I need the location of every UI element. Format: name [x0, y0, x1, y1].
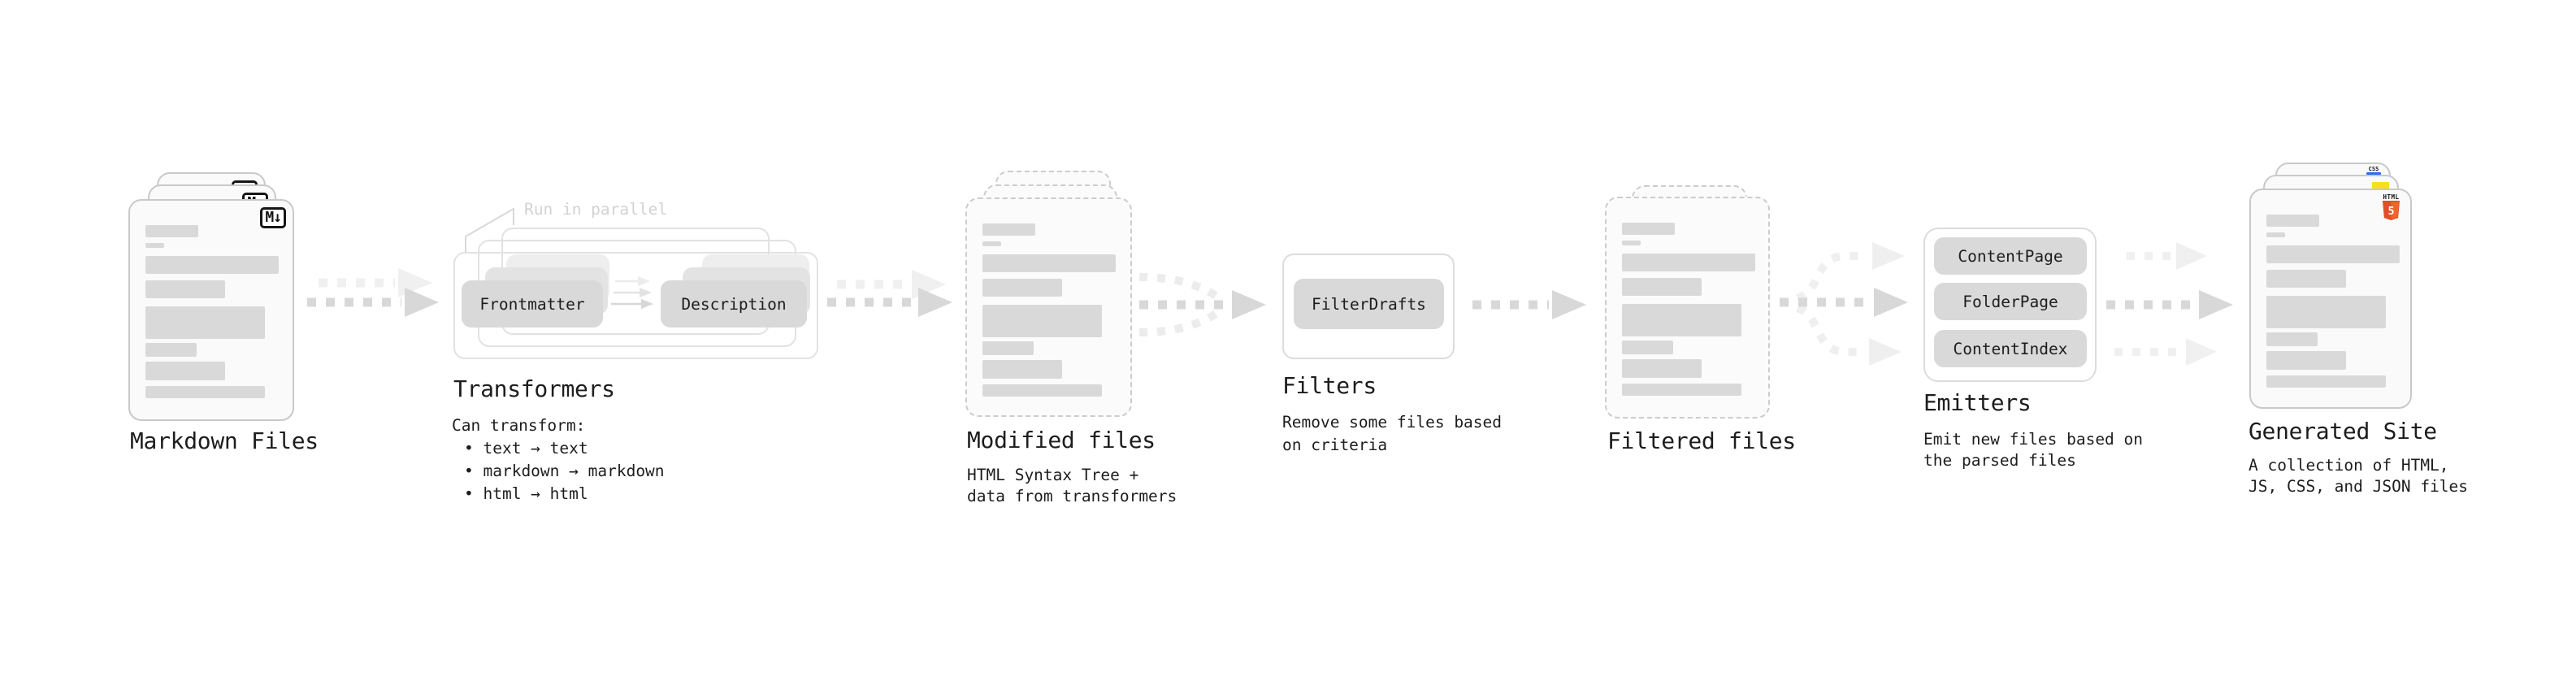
content-line — [2266, 332, 2318, 346]
contentindex-box-label: ContentIndex — [1953, 339, 2068, 358]
stage-label-markdown-files: Markdown Files — [130, 427, 319, 454]
content-line — [982, 223, 1035, 236]
filtered-file-card-front — [1605, 197, 1770, 419]
transformers-bullet: • text → text — [464, 439, 588, 458]
content-line — [1622, 304, 1741, 336]
content-line — [982, 241, 1001, 246]
stage-label-modified-files: Modified files — [967, 427, 1156, 453]
content-line — [2266, 351, 2346, 370]
generated-file-card-html: HTML 5 — [2249, 189, 2412, 409]
filters-desc-line: on criteria — [1282, 436, 1388, 454]
content-line — [2266, 270, 2346, 288]
description-box-label: Description — [681, 294, 787, 314]
transformer-box-frontmatter: Frontmatter — [462, 280, 603, 327]
css-icon: CSS — [2366, 167, 2381, 175]
emitter-box-folderpage: FolderPage — [1934, 283, 2087, 320]
filters-description: Remove some files based on criteria — [1282, 411, 1502, 457]
filter-box-filterdrafts: FilterDrafts — [1294, 279, 1444, 329]
transformer-box-description: Description — [661, 280, 807, 327]
html5-icon-word: HTML — [2383, 193, 2400, 201]
content-line — [145, 225, 198, 237]
transformers-description: Can transform: • text → text • markdown … — [452, 414, 665, 505]
run-in-parallel-leader-line — [465, 207, 514, 253]
content-line — [2266, 215, 2319, 227]
html5-icon-five: 5 — [2387, 206, 2394, 218]
html5-shield: 5 — [2382, 201, 2400, 220]
content-line — [1622, 278, 1702, 296]
emitters-description: Emit new files based on the parsed files — [1923, 429, 2143, 471]
content-line — [2266, 232, 2285, 237]
emitter-box-contentpage: ContentPage — [1934, 237, 2087, 275]
emitters-desc-line: the parsed files — [1923, 451, 2076, 470]
arrow-emitters-to-generated — [2106, 242, 2233, 366]
arrows-frontmatter-to-description — [611, 276, 653, 309]
css-icon-bar — [2366, 172, 2381, 175]
arrow-transformers-to-modified — [827, 270, 952, 317]
filterdrafts-box-label: FilterDrafts — [1312, 294, 1426, 314]
emitters-desc-line: Emit new files based on — [1923, 430, 2144, 449]
content-line — [982, 360, 1062, 379]
frontmatter-box-label: Frontmatter — [479, 294, 585, 314]
emitter-box-contentindex: ContentIndex — [1934, 330, 2087, 367]
arrow-modified-to-filters — [1138, 273, 1266, 336]
generated-site-desc-line: A collection of HTML, — [2249, 456, 2449, 475]
arrow-filters-to-filtered — [1472, 290, 1586, 319]
markdown-file-card-front: M↓ — [128, 199, 294, 421]
content-line — [145, 386, 265, 398]
modified-files-desc-line: HTML Syntax Tree + — [967, 466, 1139, 484]
content-line — [2266, 245, 2400, 263]
transformers-desc-title: Can transform: — [452, 416, 586, 435]
stage-label-generated-site: Generated Site — [2249, 418, 2437, 445]
stage-label-transformers: Transformers — [453, 375, 615, 402]
content-line — [145, 343, 197, 357]
content-line — [1622, 359, 1702, 378]
content-line — [982, 254, 1116, 272]
arrow-filtered-to-emitters — [1780, 242, 1908, 366]
contentpage-box-label: ContentPage — [1958, 246, 2063, 266]
stage-label-filtered-files: Filtered files — [1607, 427, 1796, 454]
content-line — [145, 362, 225, 380]
content-line — [982, 341, 1034, 355]
content-line — [1622, 223, 1675, 235]
generated-site-desc-line: JS, CSS, and JSON files — [2249, 477, 2469, 496]
run-in-parallel-note: Run in parallel — [524, 200, 668, 219]
javascript-icon — [2372, 182, 2389, 189]
content-line — [1622, 254, 1755, 271]
transformer-container-front — [453, 252, 818, 359]
content-line — [145, 306, 265, 339]
content-line — [982, 305, 1102, 337]
modified-file-card-front — [965, 197, 1132, 417]
stage-label-filters: Filters — [1282, 372, 1377, 399]
generated-site-description: A collection of HTML, JS, CSS, and JSON … — [2249, 455, 2468, 497]
content-line — [145, 256, 279, 274]
content-line — [2266, 296, 2386, 328]
content-line — [1622, 384, 1741, 396]
html5-icon: HTML 5 — [2381, 194, 2401, 224]
transformers-bullet: • html → html — [464, 484, 588, 503]
markdown-icon: M↓ — [260, 207, 286, 228]
content-line — [982, 384, 1102, 397]
stage-label-emitters: Emitters — [1923, 389, 2032, 416]
folderpage-box-label: FolderPage — [1962, 292, 2058, 311]
css-icon-text: CSS — [2368, 166, 2379, 172]
content-line — [2266, 375, 2386, 388]
transformers-bullet: • markdown → markdown — [464, 462, 665, 480]
filters-desc-line: Remove some files based — [1282, 413, 1503, 432]
modified-files-desc-line: data from transformers — [967, 487, 1177, 505]
modified-files-description: HTML Syntax Tree + data from transformer… — [967, 465, 1177, 507]
content-line — [1622, 340, 1673, 354]
content-line — [982, 279, 1062, 297]
content-line — [145, 243, 164, 248]
content-line — [145, 280, 225, 298]
content-line — [1622, 241, 1641, 245]
arrow-markdown-to-transformers — [307, 268, 439, 317]
